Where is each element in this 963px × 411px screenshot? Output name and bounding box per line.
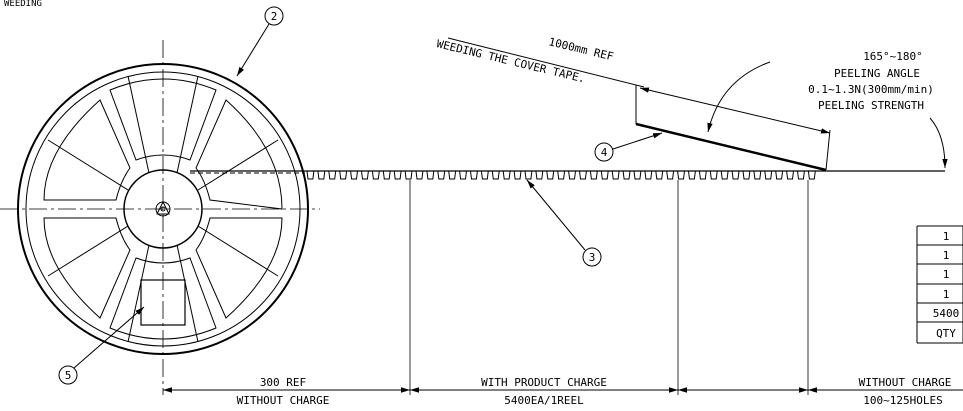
table-qty-row-2: 1 xyxy=(943,249,950,262)
leader-length-label: WITHOUT CHARGE xyxy=(237,394,330,407)
peeling-angle-value: 165°~180° xyxy=(863,50,923,63)
balloon-3: 3 xyxy=(526,179,602,267)
product-section-value: WITH PRODUCT CHARGE xyxy=(481,376,607,389)
balloon-2: 2 xyxy=(236,6,284,77)
peeling-strength-value: 0.1~1.3N(300mm/min) xyxy=(808,83,934,96)
balloon-4: 4 xyxy=(594,132,663,162)
extension-lines xyxy=(409,180,809,395)
carrier-tape xyxy=(190,170,945,180)
product-section-label: 5400EA/1REEL xyxy=(504,394,584,407)
leader-length-value: 300 REF xyxy=(260,376,306,389)
ref-length-dimension: 1000mm REF WEEDING THE COVER TAPE. xyxy=(435,35,831,134)
balloon-3-label: 3 xyxy=(589,251,596,264)
ref-length-text: 1000mm REF xyxy=(547,35,614,63)
table-qty-row-1: 1 xyxy=(943,230,950,243)
table-qty-row-4: 1 xyxy=(943,288,950,301)
peeling-angle-arc xyxy=(707,61,948,169)
balloon-5-label: 5 xyxy=(65,369,72,382)
balloon-2-label: 2 xyxy=(271,10,278,23)
table-qty-header: QTY xyxy=(936,327,956,340)
top-fragment-text: WEEDING xyxy=(4,0,42,9)
parts-table xyxy=(916,225,963,344)
cover-tape xyxy=(635,85,831,172)
peeling-strength-label: PEELING STRENGTH xyxy=(818,99,924,112)
table-qty-row-3: 1 xyxy=(943,268,950,281)
trailer-section-label: 100~125HOLES xyxy=(863,394,942,407)
center-lines xyxy=(0,40,320,395)
table-qty-row-5: 5400 xyxy=(933,307,960,320)
balloon-5: 5 xyxy=(58,306,145,385)
trailer-section-value: WITHOUT CHARGE xyxy=(859,376,952,389)
balloon-4-label: 4 xyxy=(601,146,608,159)
peeling-angle-label: PEELING ANGLE xyxy=(834,67,920,80)
